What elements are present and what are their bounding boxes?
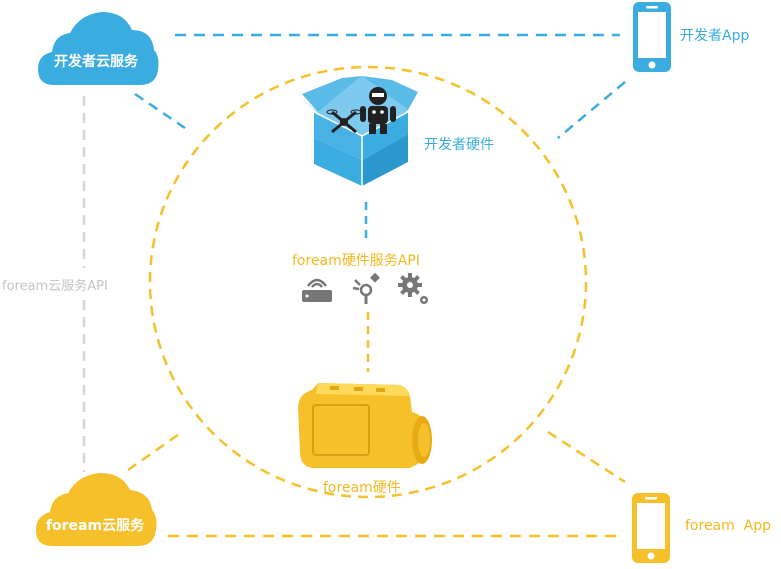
connector-devapp-circle bbox=[557, 81, 626, 139]
cloud-icon bbox=[38, 12, 159, 85]
foream-cloud-label: foream云服务 bbox=[45, 518, 145, 534]
foream-hardware-label: foream硬件 bbox=[323, 480, 401, 496]
drone-icon bbox=[326, 109, 362, 134]
developer-hardware-label: 开发者硬件 bbox=[424, 137, 494, 153]
robot-icon bbox=[360, 87, 396, 134]
foream-hardware-api-label: foream硬件服务API bbox=[292, 253, 420, 269]
smartphone-icon bbox=[633, 2, 671, 72]
connector-devcloud-circle bbox=[134, 92, 186, 130]
connector-foreamcloud-circle bbox=[127, 430, 183, 472]
router-icon bbox=[302, 278, 332, 302]
foream-cloud-api-label: foream云服务API bbox=[2, 279, 108, 294]
box-icon bbox=[300, 76, 418, 186]
gears-icon bbox=[398, 273, 428, 304]
developer-app-label: 开发者App bbox=[680, 28, 750, 44]
foream-boundary-circle bbox=[148, 65, 588, 499]
camera-icon bbox=[298, 383, 432, 468]
developer-cloud-label: 开发者云服务 bbox=[54, 54, 138, 70]
cloud-icon bbox=[36, 473, 157, 546]
foream-app-label: foream App bbox=[685, 518, 772, 534]
smartphone-icon bbox=[632, 493, 670, 563]
wireless-icon bbox=[352, 272, 380, 304]
connector-foreamapp-circle bbox=[547, 430, 626, 484]
